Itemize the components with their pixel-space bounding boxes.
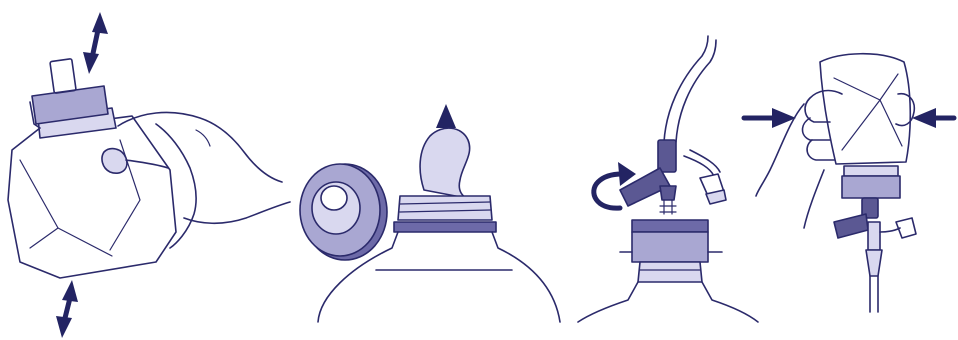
step-4-squeeze-bag-prime-icon [744,54,954,312]
step-2-remove-cap-pull-tab-icon [300,104,560,322]
shake-arrow-top-icon [83,12,108,74]
pull-tab [420,128,470,198]
spike-stem [658,140,676,172]
step-3-twist-spike-connector-icon [578,36,758,322]
port-cap-step-4 [842,176,900,198]
squeeze-arrow-left-icon [744,108,796,128]
step-1-squeeze-bag-shake-icon [8,12,290,338]
removed-cap [300,164,387,260]
shake-arrow-bottom-icon [56,280,78,338]
bag-outline [8,116,176,278]
bag-squeezed [820,54,910,164]
port-cap-step-3 [632,232,708,262]
squeeze-arrow-right-icon [912,108,954,128]
